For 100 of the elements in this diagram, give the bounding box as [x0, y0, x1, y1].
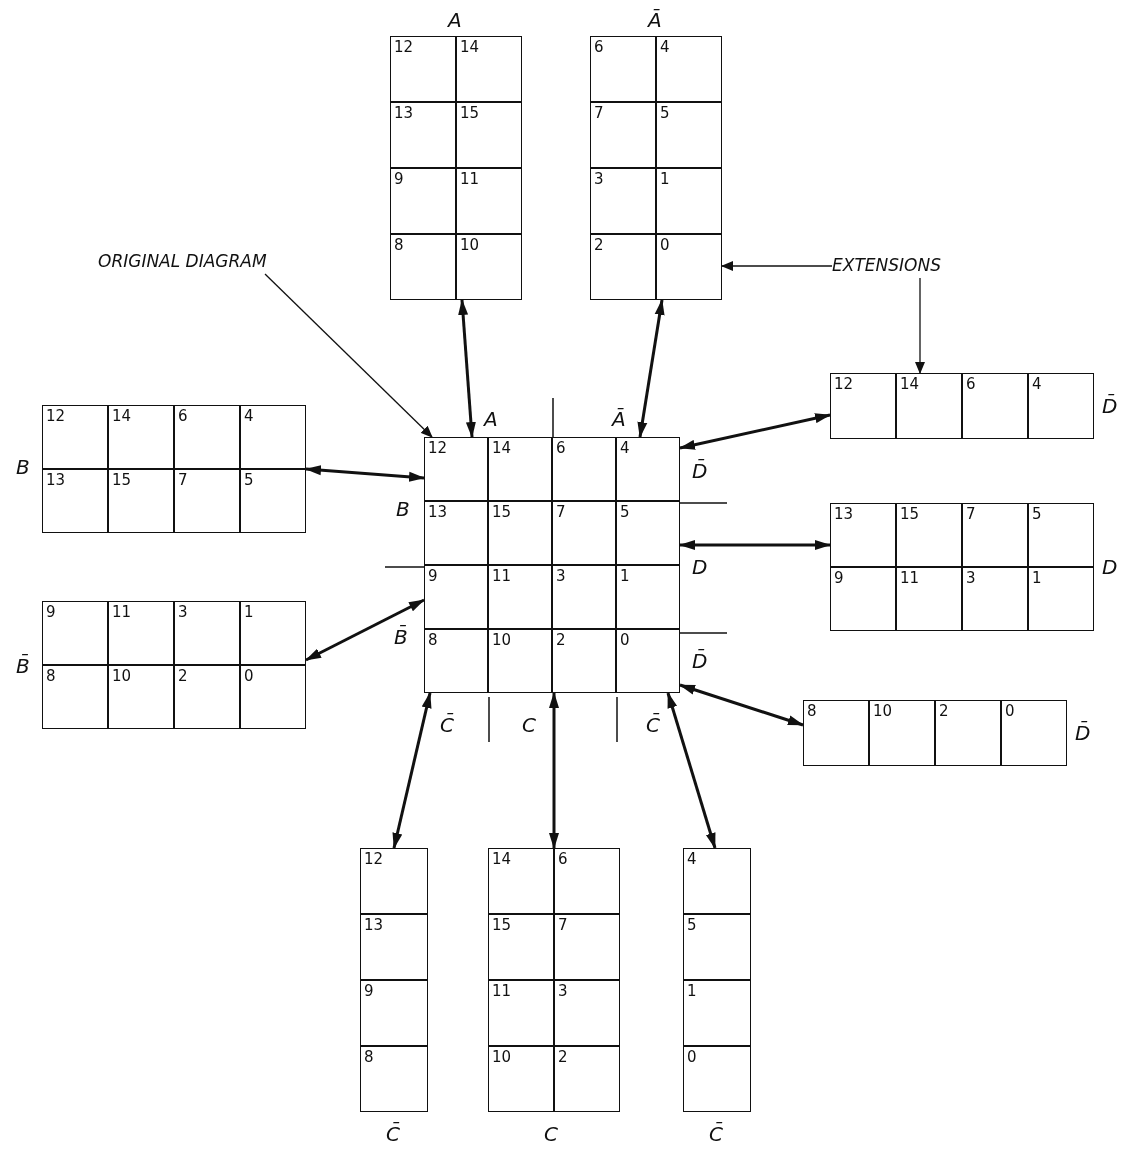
- variable-label: Ā: [612, 407, 626, 431]
- double-arrow: [679, 413, 831, 450]
- arrow: [264, 273, 433, 438]
- variable-label: D̄: [692, 649, 708, 673]
- map-cell: 13: [390, 102, 456, 168]
- map-cell: 0: [656, 234, 722, 300]
- map-cell: 8: [424, 629, 488, 693]
- map-cell: 2: [590, 234, 656, 300]
- map-cell: 3: [552, 565, 616, 629]
- variable-label: A: [484, 407, 498, 431]
- map-cell: 14: [896, 373, 962, 439]
- map-cell: 13: [42, 469, 108, 533]
- map-cell: 12: [390, 36, 456, 102]
- map-cell: 4: [240, 405, 306, 469]
- map-cell: 6: [962, 373, 1028, 439]
- map-cell: 9: [424, 565, 488, 629]
- map-cell: 10: [488, 629, 552, 693]
- double-arrow: [305, 465, 425, 482]
- map-cell: 3: [554, 980, 620, 1046]
- variable-label: C̄: [709, 1122, 723, 1146]
- map-cell: 4: [656, 36, 722, 102]
- map-cell: 11: [488, 565, 552, 629]
- map-cell: 10: [108, 665, 174, 729]
- double-arrow: [679, 540, 831, 550]
- map-cell: 13: [424, 501, 488, 565]
- variable-label: B̄: [16, 654, 30, 678]
- map-cell: 15: [896, 503, 962, 567]
- double-arrow: [392, 692, 432, 849]
- map-cell: 1: [656, 168, 722, 234]
- map-cell: 9: [42, 601, 108, 665]
- map-cell: 7: [554, 914, 620, 980]
- map-cell: 8: [360, 1046, 428, 1112]
- map-cell: 14: [488, 437, 552, 501]
- map-cell: 6: [590, 36, 656, 102]
- map-cell: 11: [488, 980, 554, 1046]
- variable-label: D̄: [1075, 721, 1091, 745]
- map-cell: 10: [869, 700, 935, 766]
- map-cell: 10: [456, 234, 522, 300]
- map-cell: 9: [830, 567, 896, 631]
- map-cell: 8: [803, 700, 869, 766]
- map-cell: 6: [174, 405, 240, 469]
- map-cell: 11: [456, 168, 522, 234]
- double-arrow: [637, 299, 665, 438]
- map-cell: 5: [1028, 503, 1094, 567]
- variable-label: B: [396, 497, 410, 521]
- map-cell: 11: [108, 601, 174, 665]
- map-cell: 15: [488, 914, 554, 980]
- map-cell: 13: [830, 503, 896, 567]
- map-cell: 0: [683, 1046, 751, 1112]
- map-cell: 3: [590, 168, 656, 234]
- double-arrow: [549, 692, 559, 849]
- map-cell: 4: [683, 848, 751, 914]
- map-cell: 12: [360, 848, 428, 914]
- double-arrow: [666, 692, 717, 849]
- map-cell: 7: [552, 501, 616, 565]
- map-cell: 14: [456, 36, 522, 102]
- map-cell: 5: [616, 501, 680, 565]
- variable-label: B: [16, 455, 30, 479]
- variable-label: B̄: [394, 625, 408, 649]
- map-cell: 0: [616, 629, 680, 693]
- map-cell: 9: [360, 980, 428, 1046]
- annotation-label: ORIGINAL DIAGRAM: [98, 250, 267, 272]
- map-cell: 7: [590, 102, 656, 168]
- map-cell: 5: [683, 914, 751, 980]
- map-cell: 12: [830, 373, 896, 439]
- arrow: [915, 277, 925, 374]
- map-cell: 15: [488, 501, 552, 565]
- map-cell: 2: [554, 1046, 620, 1112]
- map-cell: 12: [424, 437, 488, 501]
- double-arrow: [305, 598, 425, 662]
- map-cell: 8: [42, 665, 108, 729]
- map-cell: 2: [935, 700, 1001, 766]
- variable-label: C̄: [646, 713, 660, 737]
- map-cell: 6: [554, 848, 620, 914]
- map-cell: 15: [456, 102, 522, 168]
- variable-label: A: [448, 8, 462, 32]
- map-cell: 4: [1028, 373, 1094, 439]
- map-cell: 1: [616, 565, 680, 629]
- map-cell: 5: [656, 102, 722, 168]
- map-cell: 15: [108, 469, 174, 533]
- map-cell: 4: [616, 437, 680, 501]
- variable-label: D̄: [692, 459, 708, 483]
- map-cell: 7: [174, 469, 240, 533]
- double-arrow: [679, 683, 804, 727]
- map-cell: 6: [552, 437, 616, 501]
- map-cell: 9: [390, 168, 456, 234]
- map-cell: 14: [108, 405, 174, 469]
- map-cell: 11: [896, 567, 962, 631]
- map-cell: 1: [1028, 567, 1094, 631]
- variable-label: D: [692, 555, 708, 579]
- map-cell: 2: [174, 665, 240, 729]
- map-cell: 0: [240, 665, 306, 729]
- arrow: [721, 261, 833, 271]
- map-cell: 3: [174, 601, 240, 665]
- variable-label: C: [544, 1122, 558, 1146]
- map-cell: 1: [240, 601, 306, 665]
- map-cell: 13: [360, 914, 428, 980]
- variable-label: C: [522, 713, 536, 737]
- map-cell: 2: [552, 629, 616, 693]
- map-cell: 10: [488, 1046, 554, 1112]
